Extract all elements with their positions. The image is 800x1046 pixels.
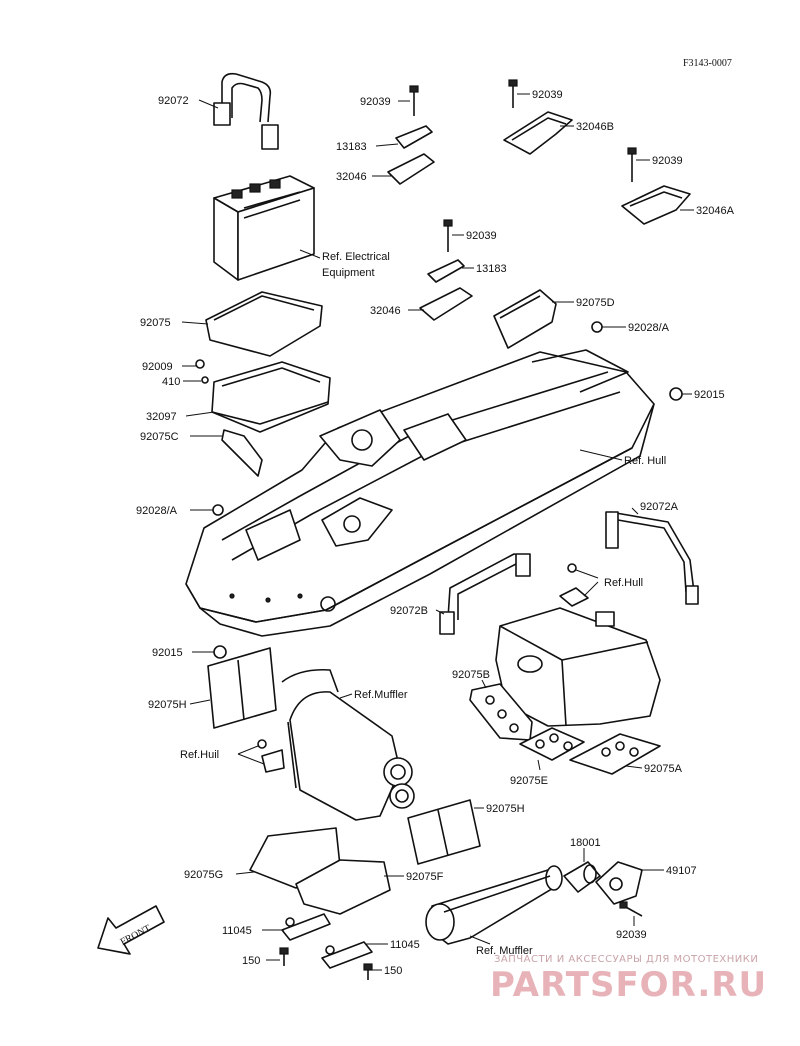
label-150-a: 150 <box>242 955 260 967</box>
label-32046A: 32046A <box>696 205 735 217</box>
bracket-32046-a <box>387 153 435 185</box>
label-92039-b: 92039 <box>532 89 563 101</box>
grommet-92028A-a <box>591 321 603 333</box>
tank-strap-92072A <box>605 511 699 605</box>
grommet-92028A-b <box>212 504 224 516</box>
label-32046-a: 32046 <box>336 171 367 183</box>
pad-92075D <box>493 289 557 349</box>
label-92015-a: 92015 <box>694 389 725 401</box>
bracket-32046B <box>503 111 573 155</box>
ref-hull-2: Ref.Hull <box>604 577 643 589</box>
bolt-92039-b <box>508 79 518 108</box>
muffler <box>257 668 415 821</box>
ref-hull-1: Ref. Hull <box>624 455 666 467</box>
label-13183-a: 13183 <box>336 141 367 153</box>
bracket-11045-a <box>281 913 331 941</box>
label-92075H-a: 92075H <box>148 699 187 711</box>
label-92075D: 92075D <box>576 297 615 309</box>
label-32097: 32097 <box>146 411 177 423</box>
battery-case-32097 <box>195 359 331 477</box>
ref-huil: Ref.Huil <box>180 749 219 761</box>
battery-strap-92072 <box>213 72 279 150</box>
bracket-32046-b <box>419 287 473 321</box>
pad-92075E <box>519 727 585 761</box>
ref-electrical-line1: Ref. Electrical <box>322 251 390 263</box>
label-11045-a: 11045 <box>222 925 252 937</box>
watermark-tagline: ЗАПЧАСТИ И АКСЕССУАРЫ ДЛЯ МОТОТЕХНИКИ <box>494 954 758 965</box>
nut-92015-b <box>213 645 227 659</box>
label-32046B: 32046B <box>576 121 614 133</box>
bracket-32046A <box>621 185 691 225</box>
hull <box>185 349 655 637</box>
label-92039-d: 92039 <box>466 230 497 242</box>
bolt-150-b <box>363 963 373 980</box>
label-92028A-b: 92028/A <box>136 505 178 517</box>
pad-92075F <box>295 859 391 915</box>
joint-18001 <box>563 861 601 893</box>
label-92028A-a: 92028/A <box>628 322 670 334</box>
nut-92015-a <box>669 387 683 401</box>
bolt-92039-a <box>409 85 419 116</box>
tank-clamp <box>559 563 589 607</box>
bracket-13183-b <box>427 259 465 283</box>
bolt-150-a <box>279 947 289 966</box>
label-13183-b: 13183 <box>476 263 507 275</box>
tank-strap-92072B <box>439 553 531 635</box>
bracket-13183-a <box>395 125 433 149</box>
gasket-49107 <box>595 861 643 905</box>
label-92075C: 92075C <box>140 431 179 443</box>
pad-92075H-a <box>207 647 277 729</box>
fuel-tank <box>495 607 661 727</box>
label-18001: 18001 <box>570 837 601 849</box>
ref-electrical-line2: Equipment <box>322 267 375 279</box>
pad-92075A <box>569 733 661 775</box>
bracket-11045-b <box>321 941 373 969</box>
label-92075: 92075 <box>140 317 171 329</box>
pad-92075H-b <box>407 799 481 865</box>
label-150-b: 150 <box>384 965 402 977</box>
label-92075E: 92075E <box>510 775 548 787</box>
label-92075H-b: 92075H <box>486 803 525 815</box>
watermark-brand: PARTSFOR.RU <box>490 965 767 1005</box>
label-92015-b: 92015 <box>152 647 183 659</box>
label-49107: 49107 <box>666 865 697 877</box>
diagram-code: F3143-0007 <box>683 58 732 69</box>
label-92072B: 92072B <box>390 605 428 617</box>
bolt-92039-e <box>619 901 643 917</box>
label-92009: 92009 <box>142 361 173 373</box>
front-arrow-icon: FRONT <box>97 905 165 955</box>
label-92072A: 92072A <box>640 501 679 513</box>
label-92075B: 92075B <box>452 669 490 681</box>
label-92072: 92072 <box>158 95 189 107</box>
label-92039-a: 92039 <box>360 96 391 108</box>
exhaust-pipe <box>425 865 563 945</box>
label-11045-b: 11045 <box>390 939 420 951</box>
battery-pad-92075 <box>205 291 323 357</box>
battery <box>213 175 315 281</box>
ref-muffler-2: Ref. Muffler <box>476 945 533 957</box>
bolt-92039-c <box>627 147 637 182</box>
label-92075G: 92075G <box>184 869 223 881</box>
label-32046-b: 32046 <box>370 305 401 317</box>
label-92039-e: 92039 <box>616 929 647 941</box>
label-410: 410 <box>162 376 180 388</box>
label-92075F: 92075F <box>406 871 444 883</box>
ref-muffler-1: Ref.Muffler <box>354 689 408 701</box>
bolt-92039-d <box>443 219 453 252</box>
label-92075A: 92075A <box>644 763 683 775</box>
label-92039-c: 92039 <box>652 155 683 167</box>
